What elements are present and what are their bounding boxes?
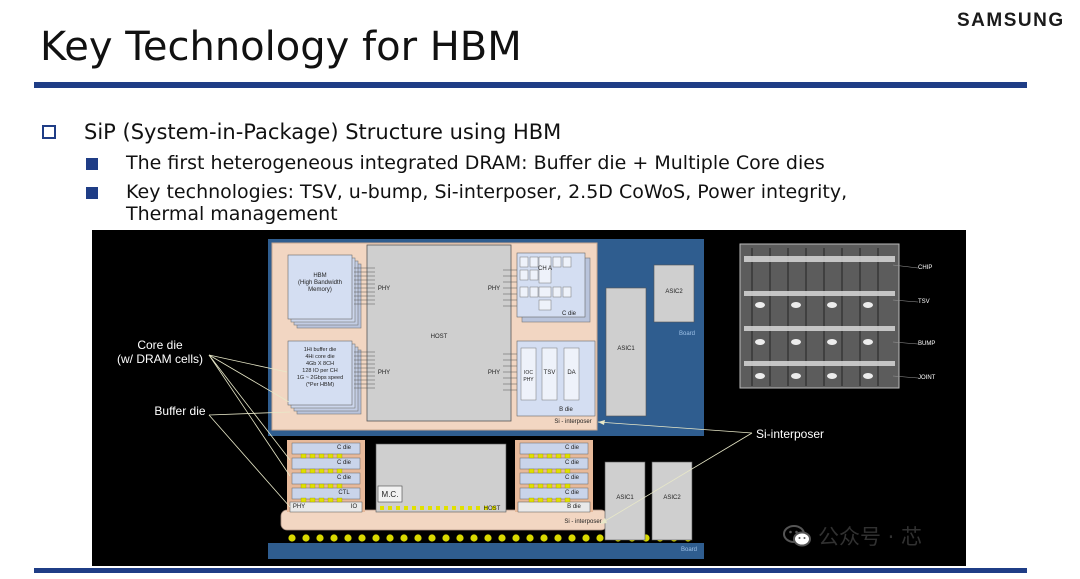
cha-block — [538, 256, 552, 284]
si-interposer-callout: Si-interposer — [756, 427, 825, 441]
host-top-view — [366, 244, 512, 422]
filled-square-bullet-icon — [86, 187, 98, 199]
interposer-cross-section — [280, 509, 608, 531]
sem-label-tsv: TSV — [918, 299, 930, 305]
mc-block — [377, 485, 403, 503]
spec-line: 1Hi buffer die — [303, 347, 337, 353]
core-die-callout: Core die (w/ DRAM cells) — [100, 338, 220, 366]
b-die-label-cross: B die — [567, 504, 581, 510]
cha-label: CH A — [538, 266, 553, 272]
title-rule — [34, 82, 1027, 88]
asic2-label-cross: ASIC2 — [663, 495, 681, 501]
host-label-cross: HOST — [483, 506, 501, 512]
board-cross-section — [268, 543, 704, 559]
spec-line: 128 IO per CH — [302, 368, 338, 374]
hbm-title-line-1: HBM — [313, 273, 327, 279]
spec-line: 1G ~ 2Gbps speed — [296, 375, 344, 381]
ioc-phy-label: IOC PHY — [523, 370, 534, 383]
mc-label: M.C. — [381, 490, 399, 499]
tsv-label: TSV — [543, 370, 556, 376]
tsv-block — [541, 347, 558, 401]
da-label: DA — [567, 370, 576, 376]
hbm-stack-top — [287, 254, 353, 320]
bullet-sub-2-line-2: Thermal management — [126, 203, 338, 225]
hbm-spec-list: 1Hi buffer die 4Hi core die 4Gb X 8CH 12… — [288, 347, 352, 389]
asic2-cross-section — [651, 461, 693, 541]
filled-square-bullet-icon — [86, 158, 98, 170]
samsung-logo: SAMSUNG — [957, 10, 1065, 31]
buffer-die-right-cross — [517, 501, 591, 513]
wire-bundles — [354, 267, 517, 391]
asic2-top-view — [653, 264, 695, 323]
spec-line: (*Per HBM) — [305, 382, 335, 388]
asic2-label-top: ASIC2 — [665, 289, 683, 295]
io-label-cross: IO — [350, 504, 358, 510]
sem-label-bump: BUMP — [918, 341, 936, 347]
sem-image — [739, 243, 900, 389]
asic1-label-top: ASIC1 — [617, 346, 635, 352]
host-microbumps — [380, 506, 496, 510]
bullet-main-text: SiP (System-in-Package) Structure using … — [84, 120, 562, 144]
ctl-label-cross: CTL — [338, 490, 350, 496]
da-block — [563, 347, 580, 401]
c-die-label-top: C die — [561, 311, 576, 317]
phy-label-tr: PHY — [487, 286, 501, 292]
phy-label-br: PHY — [487, 370, 501, 376]
phy-label-bl: PHY — [377, 370, 391, 376]
footer-rule — [34, 568, 1027, 573]
spec-line: 4Gb X 8CH — [305, 361, 335, 367]
si-interposer-label-cross: Si - interposer — [564, 519, 602, 525]
c-die-label-cross: C die — [564, 460, 579, 466]
hbm-title-line-3: Memory) — [308, 287, 332, 293]
stack-microbumps — [300, 453, 571, 503]
asic1-top-view — [605, 287, 647, 417]
wechat-icon — [783, 525, 811, 547]
b-die-label-top: B die — [559, 407, 573, 413]
hbm-title-line-2: (High Bandwidth — [297, 280, 343, 286]
hbm-title: HBM (High Bandwidth Memory) — [288, 273, 352, 294]
hollow-square-bullet-icon — [42, 125, 56, 139]
asic1-label-cross: ASIC1 — [616, 495, 634, 501]
callout-lines — [208, 354, 753, 525]
si-interposer-label-top: Si - interposer — [554, 419, 592, 425]
core-die-callout-line-1: Core die — [137, 338, 183, 352]
bullet-sub-1-text: The first heterogeneous integrated DRAM:… — [126, 152, 825, 174]
ioc-phy-block — [520, 347, 537, 401]
sem-label-joint: JOINT — [918, 375, 936, 381]
sem-label-chip: CHIP — [918, 265, 933, 271]
hbm-sip-diagram: HBM (High Bandwidth Memory) 1Hi buffer d… — [92, 230, 966, 566]
watermark-text: 公众号 · 芯 — [818, 525, 923, 549]
buffer-die-callout: Buffer die — [154, 404, 206, 418]
c-die-label-cross: C die — [336, 445, 351, 451]
spec-line: 4Hi core die — [305, 354, 335, 360]
hbm-stack-bottom — [287, 340, 353, 406]
core-die-callout-line-2: (w/ DRAM cells) — [117, 352, 203, 366]
host-label-top: HOST — [430, 334, 448, 340]
c-die-label-cross: C die — [336, 460, 351, 466]
slide-title: Key Technology for HBM — [40, 24, 522, 70]
board-label-cross: Board — [680, 547, 697, 553]
board-label-top: Board — [678, 331, 695, 337]
hbm-sip-illustration — [208, 239, 919, 559]
c-die-label-cross: C die — [564, 490, 579, 496]
c-die-label-cross: C die — [564, 445, 579, 451]
c-die-label-cross: C die — [336, 475, 351, 481]
c-die-label-cross: C die — [564, 475, 579, 481]
phy-label-tl: PHY — [377, 286, 391, 292]
bullet-sub-2-line-1: Key technologies: TSV, u-bump, Si-interp… — [126, 181, 848, 203]
phy-label-cross: PHY — [292, 504, 306, 510]
